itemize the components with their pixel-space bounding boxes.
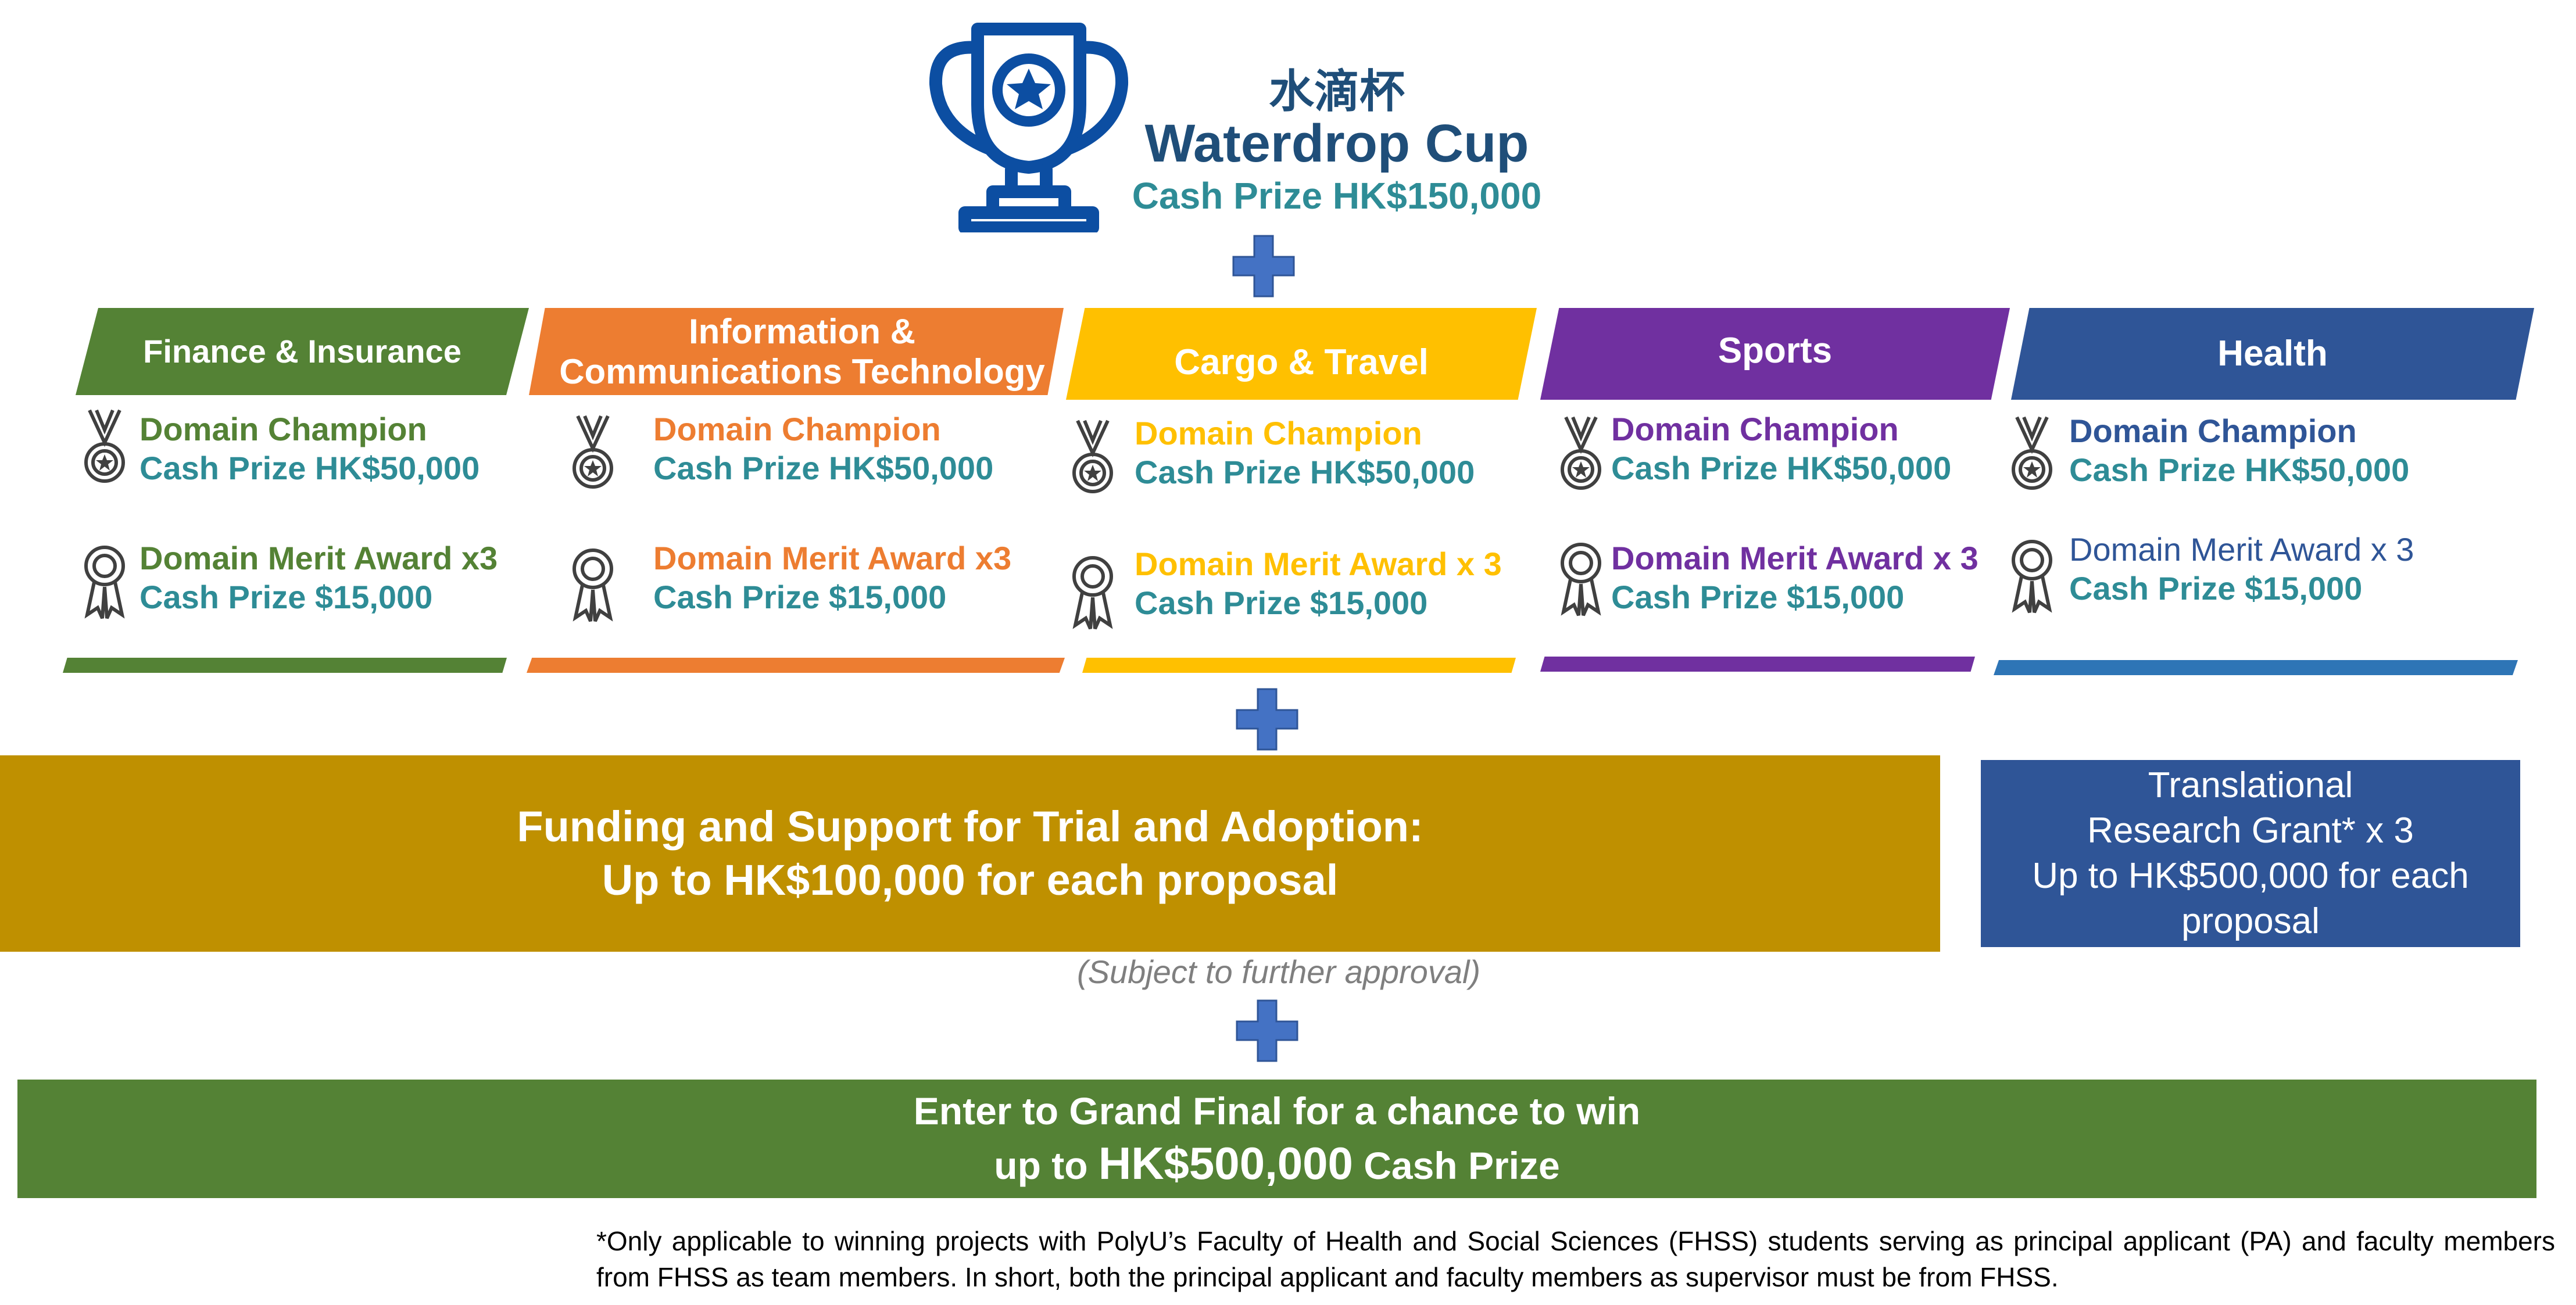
medal-icon xyxy=(570,413,616,494)
funding-support-box: Funding and Support for Trial and Adopti… xyxy=(0,755,1940,952)
champion-prize: Cash Prize HK$50,000 xyxy=(1135,454,1475,490)
domain-merit-award: Domain Merit Award x3 Cash Prize $15,000 xyxy=(139,539,498,616)
domain-merit-award: Domain Merit Award x3 Cash Prize $15,000 xyxy=(653,539,1011,616)
rosette-icon xyxy=(1558,537,1604,619)
footnote: *Only applicable to winning projects wit… xyxy=(596,1226,2555,1292)
domain-champion: Domain Champion Cash Prize HK$50,000 xyxy=(139,410,480,487)
merit-label: Domain Merit Award x 3 xyxy=(1135,546,1502,582)
merit-prize: Cash Prize $15,000 xyxy=(1135,585,1428,621)
merit-label: Domain Merit Award x 3 xyxy=(2069,531,2414,568)
domain-name: Communications Technology xyxy=(559,352,1045,391)
grant-line-3: Up to HK$500,000 for each xyxy=(2032,856,2469,896)
champion-prize: Cash Prize HK$50,000 xyxy=(653,450,994,486)
domain-name: Finance & Insurance xyxy=(143,332,461,370)
grand-final-box: Enter to Grand Final for a chance to win… xyxy=(17,1080,2536,1198)
champion-label: Domain Champion xyxy=(139,411,427,447)
final-line-2: up to HK$500,000 Cash Prize xyxy=(994,1137,1559,1192)
champion-label: Domain Champion xyxy=(1611,411,1899,447)
domain-champion: Domain Champion Cash Prize HK$50,000 xyxy=(1611,410,1951,487)
merit-label: Domain Merit Award x 3 xyxy=(1611,540,1978,576)
plus-icon xyxy=(1231,234,1296,299)
merit-label: Domain Merit Award x3 xyxy=(653,540,1012,576)
plus-icon xyxy=(1235,687,1300,752)
champion-prize: Cash Prize HK$50,000 xyxy=(139,450,480,486)
rosette-icon xyxy=(2009,535,2055,616)
funding-line-1: Funding and Support for Trial and Adopti… xyxy=(517,802,1423,851)
domain-name: Cargo & Travel xyxy=(1174,342,1429,383)
domain-merit-award: Domain Merit Award x 3 Cash Prize $15,00… xyxy=(1135,544,1502,622)
domain-banner-sports: Sports xyxy=(1540,308,2010,400)
champion-prize: Cash Prize HK$50,000 xyxy=(1611,450,1952,486)
final-line-2-pre: up to xyxy=(994,1144,1099,1187)
subject-note: (Subject to further approval) xyxy=(1076,953,1481,990)
champion-prize: Cash Prize HK$50,000 xyxy=(2069,451,2410,488)
translational-grant-box: Translational Research Grant* x 3 Up to … xyxy=(1981,760,2520,947)
rosette-icon xyxy=(81,540,128,622)
grant-line-1: Translational xyxy=(2148,765,2353,805)
cup-title-chinese: 水滴杯 xyxy=(1268,66,1405,118)
domain-divider xyxy=(1994,660,2518,675)
medal-icon xyxy=(2009,414,2055,495)
medal-icon xyxy=(1558,414,1604,495)
domain-divider xyxy=(527,658,1065,673)
cup-cash-prize: Cash Prize HK$150,000 xyxy=(1132,175,1542,217)
champion-label: Domain Champion xyxy=(1135,415,1422,451)
domain-divider xyxy=(1082,658,1516,673)
rosette-icon xyxy=(1069,551,1116,632)
domain-banner-cargo-travel: Cargo & Travel xyxy=(1066,308,1537,400)
funding-line-2: Up to HK$100,000 for each proposal xyxy=(602,856,1339,904)
final-line-1: Enter to Grand Final for a chance to win xyxy=(913,1089,1641,1132)
trophy-icon xyxy=(924,17,1133,234)
domain-champion: Domain Champion Cash Prize HK$50,000 xyxy=(1135,414,1475,492)
merit-prize: Cash Prize $15,000 xyxy=(2069,570,2363,607)
domain-name: Health xyxy=(2217,334,2328,374)
domain-banner-finance: Finance & Insurance xyxy=(76,308,529,395)
plus-icon xyxy=(1235,998,1300,1063)
rosette-icon xyxy=(570,543,616,625)
medal-icon xyxy=(1069,417,1116,499)
champion-label: Domain Champion xyxy=(653,411,941,447)
domain-champion: Domain Champion Cash Prize HK$50,000 xyxy=(2069,411,2409,489)
domain-divider xyxy=(1540,657,1975,672)
merit-prize: Cash Prize $15,000 xyxy=(139,579,433,615)
domain-name: Information & xyxy=(689,312,915,351)
merit-label: Domain Merit Award x3 xyxy=(139,540,498,576)
final-amount: HK$500,000 xyxy=(1098,1138,1353,1189)
domain-divider xyxy=(63,658,507,673)
domain-banner-health: Health xyxy=(2011,308,2534,400)
grant-line-2: Research Grant* x 3 xyxy=(2087,811,2414,851)
cup-title: Waterdrop Cup xyxy=(1144,114,1529,173)
domain-merit-award: Domain Merit Award x 3 Cash Prize $15,00… xyxy=(1611,539,1978,616)
merit-prize: Cash Prize $15,000 xyxy=(653,579,947,615)
domain-banner-ict: Information & Communications Technology xyxy=(529,308,1064,395)
domain-merit-award: Domain Merit Award x 3 Cash Prize $15,00… xyxy=(2069,530,2414,608)
champion-label: Domain Champion xyxy=(2069,413,2357,449)
domain-name: Sports xyxy=(1718,331,1833,371)
merit-prize: Cash Prize $15,000 xyxy=(1611,579,1905,615)
grant-line-4: proposal xyxy=(2181,901,2320,941)
medal-icon xyxy=(81,407,128,488)
final-line-2-post: Cash Prize xyxy=(1353,1144,1560,1187)
domain-champion: Domain Champion Cash Prize HK$50,000 xyxy=(653,410,993,487)
